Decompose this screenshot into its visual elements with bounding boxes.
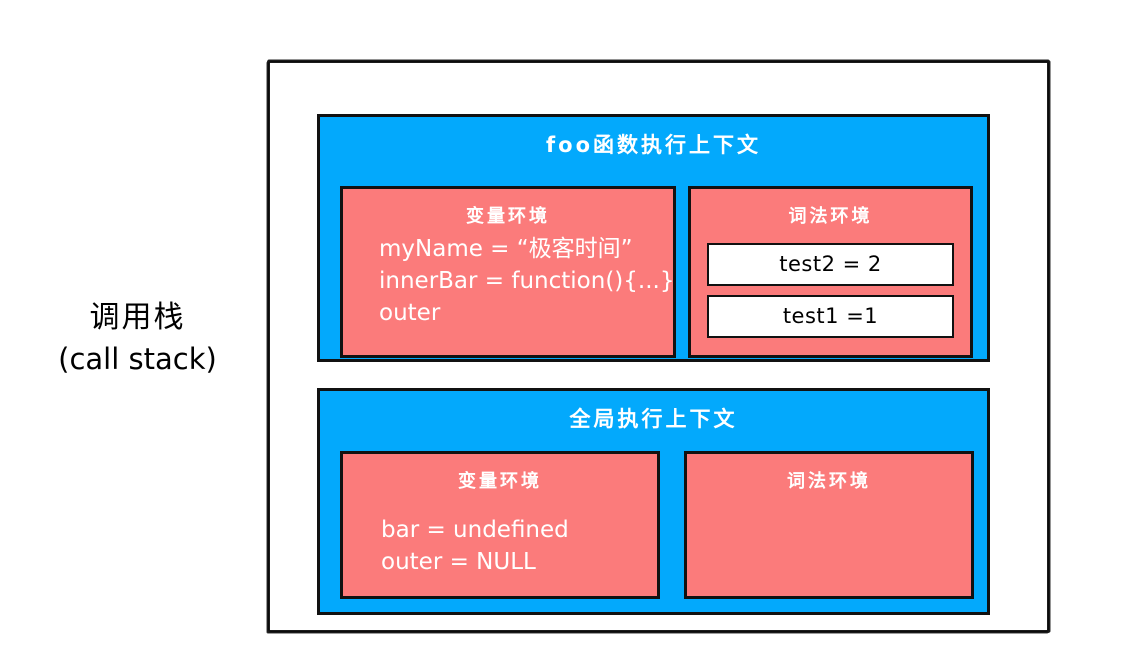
global-variable-environment-entries: bar = undefined outer = NULL [343,514,657,578]
global-variable-environment-title: 变量环境 [458,471,542,492]
env-entry: myName = “极客时间” [379,236,633,262]
global-lexical-environment-title: 词法环境 [787,471,871,492]
execution-context-global-title: 全局执行上下文 [569,407,738,431]
call-stack-label: 调用栈 (call stack) [30,298,245,379]
env-entry: bar = undefined [381,517,569,543]
call-stack-label-english: (call stack) [58,342,217,376]
env-entry: innerBar = function(){...} [379,268,675,295]
foo-lexical-environment-title: 词法环境 [788,206,873,227]
lexical-slot: test2 = 2 [707,243,954,286]
foo-variable-environment: 变量环境 myName = “极客时间” innerBar = function… [340,186,676,358]
execution-context-global: 全局执行上下文 变量环境 bar = undefined outer = NUL… [317,388,990,615]
call-stack-frame: foo函数执行上下文 变量环境 myName = “极客时间” innerBar… [267,60,1050,633]
foo-variable-environment-title: 变量环境 [466,206,550,227]
global-variable-environment: 变量环境 bar = undefined outer = NULL [340,451,660,599]
env-entry: outer = NULL [381,549,536,576]
env-entry: outer [379,300,441,327]
call-stack-label-chinese: 调用栈 [89,300,186,335]
execution-context-foo-title: foo函数执行上下文 [546,133,761,157]
foo-variable-environment-entries: myName = “极客时间” innerBar = function(){..… [343,233,675,330]
execution-context-foo: foo函数执行上下文 变量环境 myName = “极客时间” innerBar… [317,114,990,362]
lexical-slot: test1 =1 [707,295,954,338]
foo-lexical-environment-slots: test2 = 2 test1 =1 [707,243,954,338]
foo-lexical-environment: 词法环境 test2 = 2 test1 =1 [688,186,973,358]
global-lexical-environment: 词法环境 [684,451,974,599]
